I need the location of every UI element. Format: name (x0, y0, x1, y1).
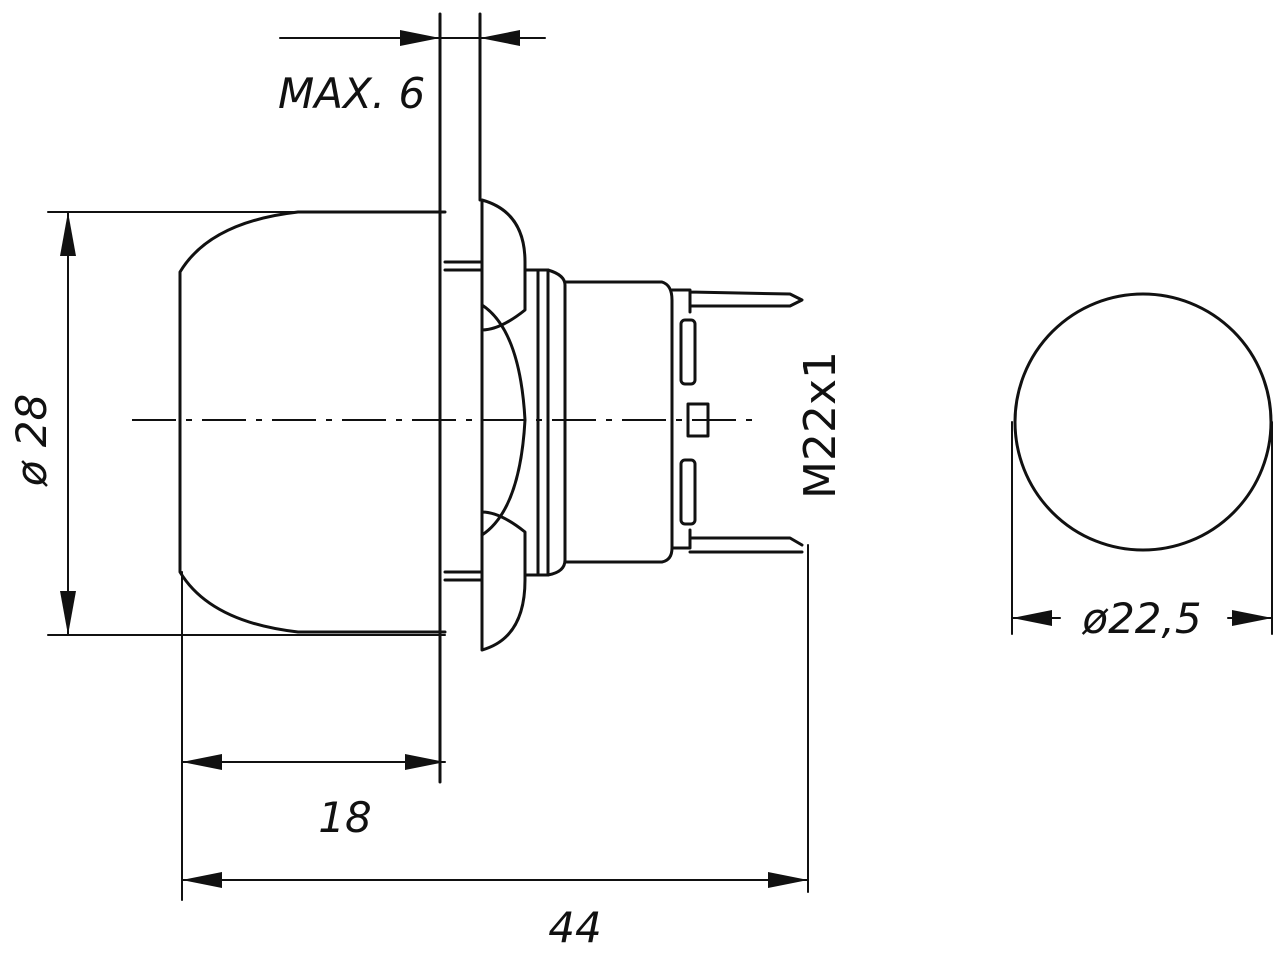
dimension-cap-depth: 18 (181, 571, 446, 901)
terminals (670, 288, 804, 554)
overall-length-label: 44 (548, 903, 601, 952)
mounting-diameter-label: ø22,5 (1081, 594, 1201, 643)
cap-diameter-label: ø 28 (7, 394, 56, 488)
front-view-circle (1013, 292, 1273, 552)
switch-housing (563, 280, 674, 564)
thread-label: M22x1 (795, 351, 846, 499)
dimension-max-thickness: MAX. 6 (278, 30, 546, 118)
mounting-panel (438, 12, 482, 784)
button-cap (178, 210, 447, 634)
bezel-flange (443, 260, 484, 582)
dimension-cap-diameter: ø 28 (7, 211, 446, 636)
max-thickness-label: MAX. 6 (278, 69, 425, 118)
dimension-overall-length: 44 (181, 544, 809, 952)
dimension-thread: M22x1 (795, 351, 846, 499)
bezel-flange-outline (480, 198, 527, 652)
cap-depth-label: 18 (318, 793, 371, 842)
threaded-body (523, 268, 567, 577)
side-view (132, 12, 804, 784)
front-view: ø22,5 (1011, 292, 1273, 643)
